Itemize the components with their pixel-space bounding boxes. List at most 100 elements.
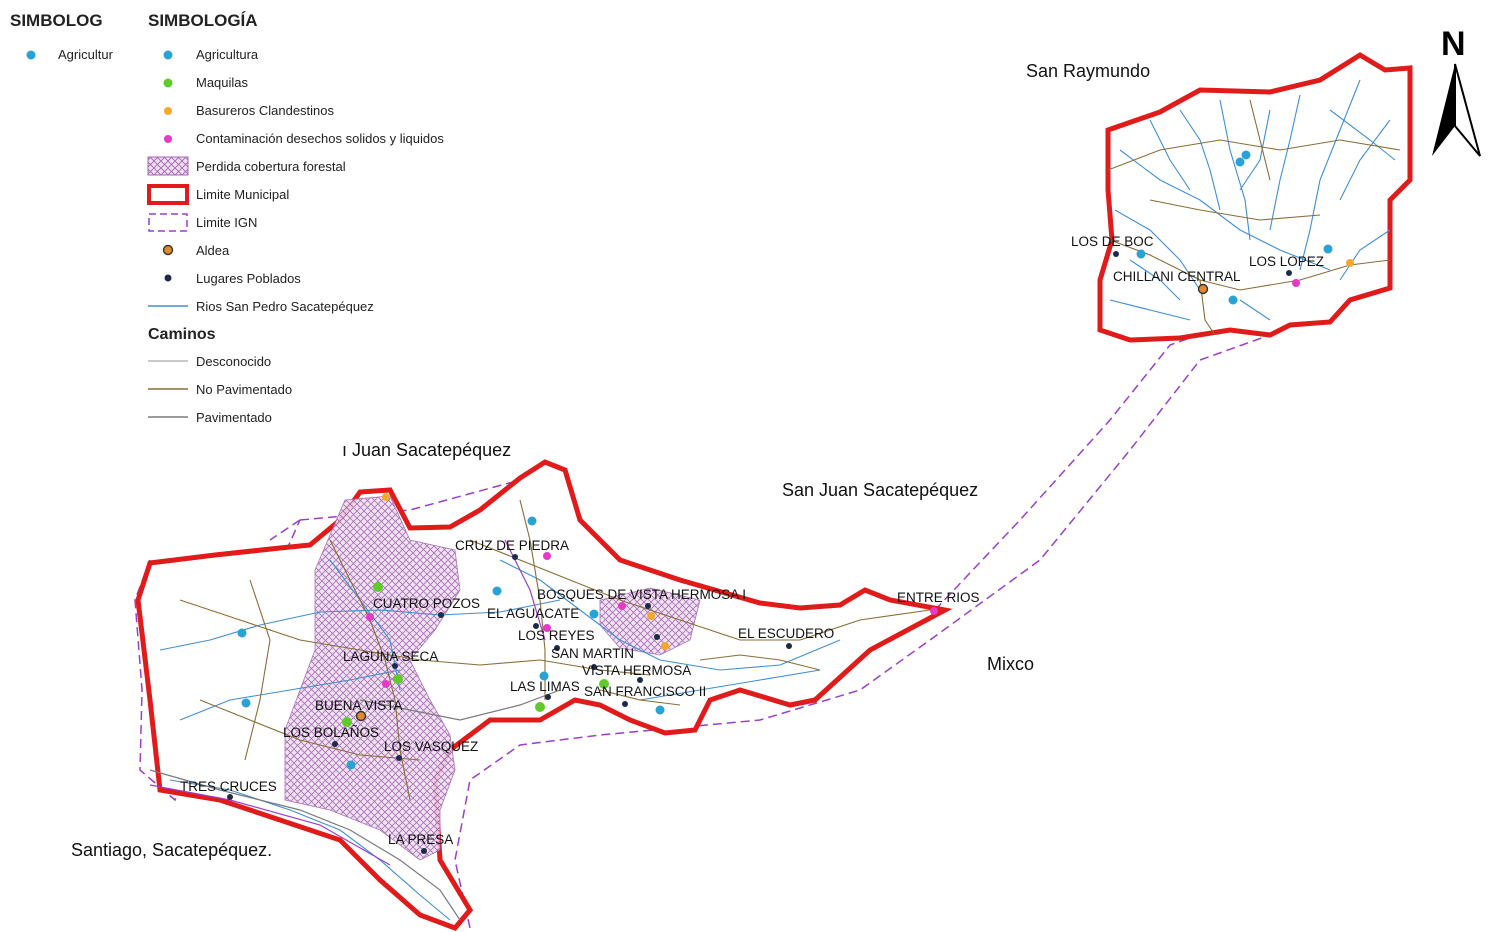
legend-title: SIMBOLOGÍA — [148, 11, 258, 30]
poblado-marker — [622, 701, 628, 707]
place-label: LAS LIMAS — [510, 679, 580, 694]
poblado-marker — [637, 677, 643, 683]
aldea-marker — [355, 710, 367, 722]
poblado-marker — [554, 645, 560, 651]
agriculture-marker — [1241, 150, 1251, 160]
north-label: N — [1441, 25, 1466, 63]
legend-caminos-title: Caminos — [148, 326, 216, 343]
place-label: CUATRO POZOS — [373, 596, 480, 611]
basurero-marker — [661, 642, 669, 650]
maquila-marker — [342, 717, 352, 727]
poblado-marker — [332, 741, 338, 747]
legend-item-maquilas: Maquilas — [196, 75, 249, 90]
northeast-municipal-boundary — [1097, 52, 1413, 343]
legend-camino-desconocido: Desconocido — [196, 354, 271, 369]
agriculture-dot-icon — [26, 50, 36, 60]
agriculture-marker — [589, 609, 599, 619]
place-label: LAGUNA SECA — [343, 649, 438, 664]
poblado-marker — [645, 603, 651, 609]
agriculture-dot-icon — [163, 50, 173, 60]
region-label-santiago: Santiago, Sacatepéquez. — [71, 840, 272, 860]
legend-item-lugares: Lugares Poblados — [196, 271, 301, 286]
main-rivers — [159, 559, 841, 921]
legend-camino-no-pavimentado: No Pavimentado — [196, 382, 292, 397]
agriculture-marker — [1228, 295, 1238, 305]
place-label: LA PRESA — [388, 832, 453, 847]
place-label: LOS BOLAÑOS — [283, 725, 379, 740]
region-labels: San Raymundo ı Juan Sacatepéquez San Jua… — [71, 61, 1150, 860]
place-label: VISTA HERMOSA — [582, 663, 691, 678]
poblado-marker — [545, 694, 551, 700]
aldea-ring-icon — [162, 244, 174, 256]
agriculture-marker — [539, 671, 549, 681]
agriculture-marker — [346, 760, 356, 770]
region-label-mixco: Mixco — [987, 654, 1034, 674]
legend-item-agricultura: Agricultura — [196, 47, 259, 62]
legend-item-contaminacion: Contaminación desechos solidos y liquido… — [196, 131, 444, 146]
poblado-marker — [1113, 251, 1119, 257]
northeast-sector — [1097, 52, 1413, 343]
contaminacion-marker — [543, 624, 551, 632]
contaminacion-marker — [618, 602, 626, 610]
basurero-marker — [382, 493, 390, 501]
legend-camino-pavimentado: Pavimentado — [196, 410, 272, 425]
legend: SIMBOLOGÍA Agricultura Maquilas Basurero… — [147, 11, 444, 425]
legend-item-limite-municipal: Limite Municipal — [196, 187, 289, 202]
maquila-marker — [373, 582, 383, 592]
maquilas-dot-icon — [163, 78, 173, 88]
place-label: SAN FRANCISCO II — [584, 684, 706, 699]
place-label: EL AGUACATE — [487, 606, 579, 621]
poblado-marker — [396, 755, 402, 761]
place-labels: LOS DE BOC CHILLANI CENTRAL LOS LOPEZ CR… — [180, 234, 1324, 847]
place-label: BOSQUES DE VISTA HERMOSA I — [537, 587, 746, 602]
aldea-marker — [1197, 283, 1209, 295]
main-roads-paved — [149, 689, 561, 921]
poblado-marker — [533, 623, 539, 629]
basurero-marker — [647, 612, 655, 620]
north-arrow-left-icon — [1432, 64, 1455, 156]
place-label: LOS DE BOC — [1071, 234, 1154, 249]
place-label: BUENA VISTA — [315, 698, 403, 713]
region-label-san-juan-sacatepequez: San Juan Sacatepéquez — [782, 480, 978, 500]
poblado-marker — [227, 794, 233, 800]
maquila-marker — [535, 702, 545, 712]
main-roads-unpaved — [179, 499, 931, 801]
agriculture-marker — [492, 586, 502, 596]
poblado-marker — [421, 848, 427, 854]
north-arrow-right-icon — [1454, 63, 1481, 157]
contaminacion-dot-icon — [164, 135, 172, 143]
legend-small: SIMBOLOG Agricultur — [10, 11, 114, 62]
legend-item-limite-ign: Limite IGN — [196, 215, 257, 230]
basureros-dot-icon — [164, 107, 172, 115]
legend-item-basureros: Basureros Clandestinos — [196, 103, 335, 118]
poblado-marker — [786, 643, 792, 649]
legend-item-forest: Perdida cobertura forestal — [196, 159, 346, 174]
poblado-marker — [392, 663, 398, 669]
forest-loss-area-west — [284, 495, 461, 861]
place-label: LOS REYES — [518, 628, 595, 643]
legend-small-item: Agricultur — [58, 47, 114, 62]
place-label: LOS LOPEZ — [1249, 254, 1324, 269]
maquila-marker — [393, 674, 403, 684]
agriculture-marker — [237, 628, 247, 638]
place-label: CRUZ DE PIEDRA — [455, 538, 569, 553]
main-sector — [135, 459, 953, 931]
contaminacion-marker — [382, 680, 390, 688]
basurero-marker — [1346, 259, 1354, 267]
poblado-marker — [1286, 270, 1292, 276]
place-label: LOS VASQUEZ — [384, 739, 478, 754]
contaminacion-marker — [366, 613, 374, 621]
limite-municipal-box-icon — [147, 184, 189, 205]
agriculture-marker — [1235, 157, 1245, 167]
agriculture-marker — [1323, 244, 1333, 254]
contaminacion-marker — [543, 552, 551, 560]
place-label: SAN MARTIN — [551, 646, 634, 661]
agriculture-marker — [655, 705, 665, 715]
north-arrow: N — [1432, 25, 1481, 157]
place-label: EL ESCUDERO — [738, 626, 834, 641]
poblado-marker — [512, 554, 518, 560]
contaminacion-marker — [930, 607, 938, 615]
poblado-marker — [654, 634, 660, 640]
place-label: ENTRE RIOS — [897, 590, 980, 605]
forest-hatch-swatch-icon — [147, 156, 189, 176]
